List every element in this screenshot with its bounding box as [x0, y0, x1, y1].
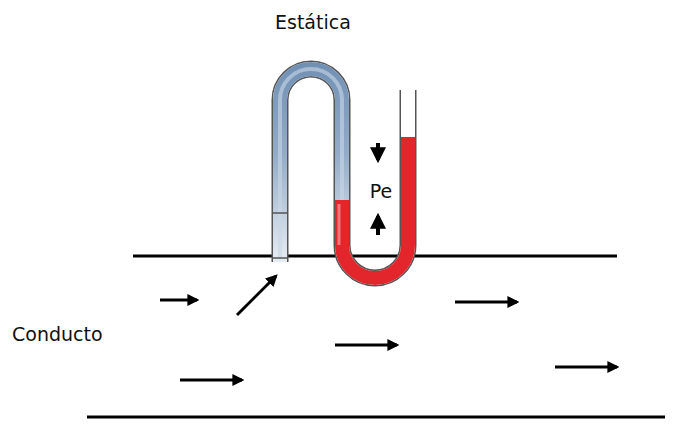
tube-inner	[280, 69, 408, 278]
duct-label: Conducto	[12, 324, 103, 345]
tube-highlight	[280, 69, 342, 258]
manometer-liquid	[342, 137, 408, 278]
flow-arrow	[555, 366, 617, 369]
flow-arrow	[455, 301, 517, 304]
tube-air	[280, 69, 342, 262]
flow-arrow	[335, 344, 397, 347]
pressure-arrow	[376, 143, 380, 160]
gauge-title: Estática	[275, 12, 351, 33]
liquid-highlight	[338, 204, 341, 245]
pressure-label: Pe	[370, 181, 392, 202]
flow-arrow	[160, 299, 197, 302]
duct-wall	[87, 416, 665, 419]
duct-wall	[133, 255, 617, 258]
flow-arrow	[237, 276, 276, 315]
tube-mark	[273, 212, 287, 214]
flow-arrow	[180, 379, 242, 382]
tube-tap	[273, 257, 287, 259]
pressure-arrow	[376, 216, 380, 235]
tube-outline	[280, 69, 408, 278]
